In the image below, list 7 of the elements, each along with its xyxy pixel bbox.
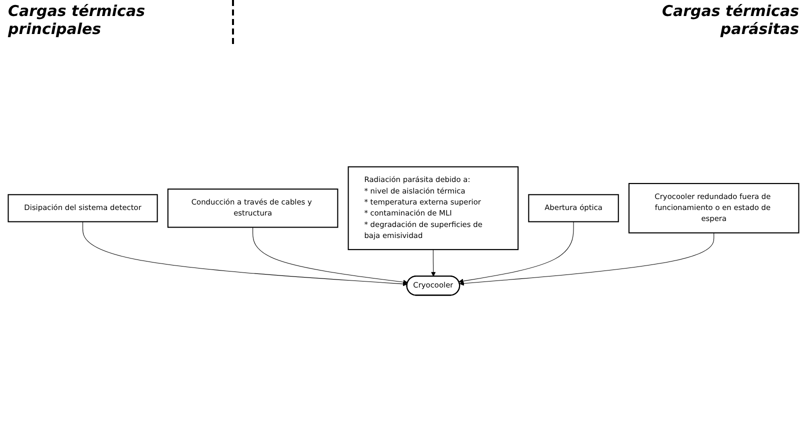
- arrow: [431, 249, 436, 277]
- arrow: [459, 232, 714, 286]
- section-heading: Cargas térmicas principales: [8, 2, 146, 38]
- arrow: [252, 227, 408, 284]
- section-heading: Cargas térmicas parásitas: [661, 2, 799, 38]
- arrow: [458, 221, 574, 284]
- arrow: [82, 221, 408, 286]
